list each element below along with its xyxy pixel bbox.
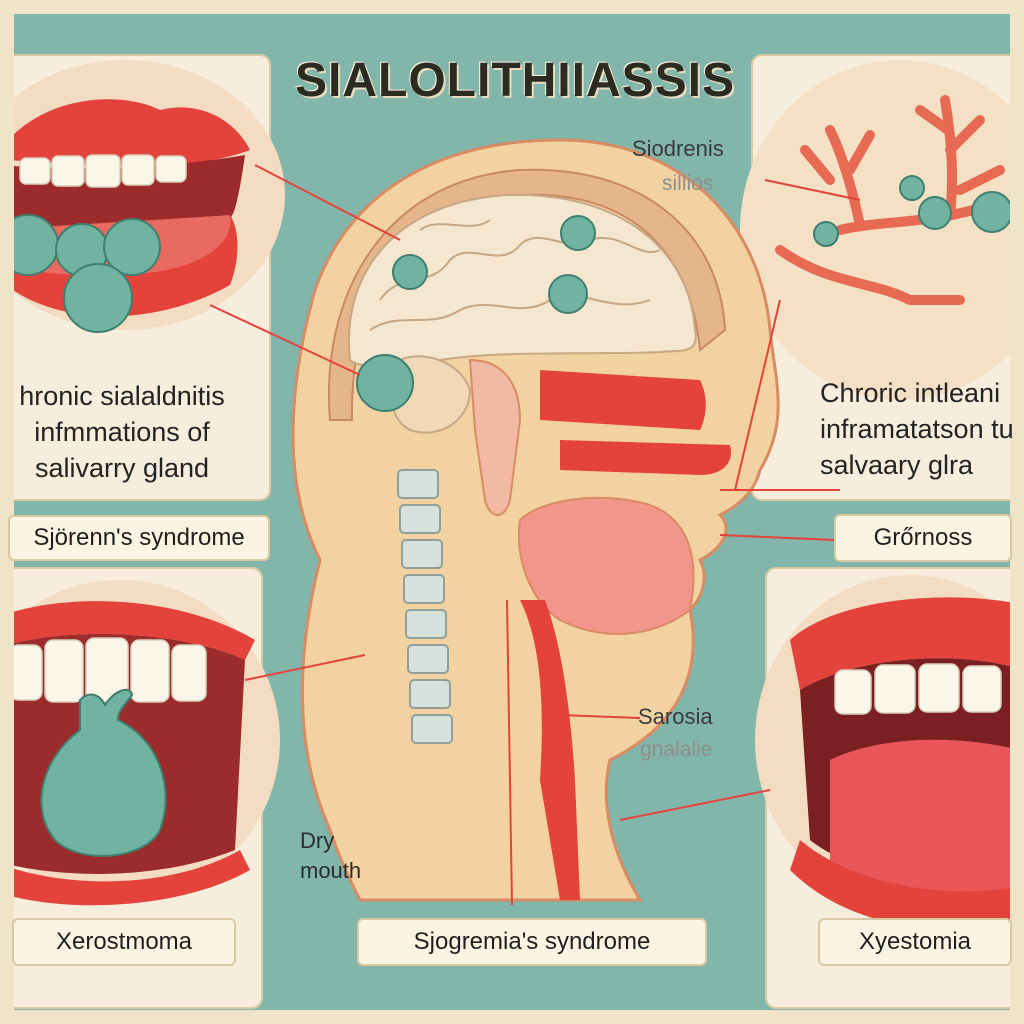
nasal-cavity [540, 370, 706, 430]
upper-lip [0, 99, 250, 167]
label-box-gronoss: Grőrnoss [834, 514, 1012, 562]
leader-lines [209, 164, 861, 906]
page-title: SIALOLITHIIASSIS [294, 53, 736, 107]
duct-branches [775, 95, 1005, 305]
right-card-line-3: salvaary glra [820, 450, 974, 480]
duct-stones [813, 175, 1013, 247]
lower-lip-br [790, 840, 1024, 930]
dry-mouth-line-2: mouth [300, 858, 362, 883]
brain-stem [468, 358, 522, 516]
oral-palate [560, 440, 731, 475]
teeth-br [834, 663, 1002, 715]
label-sillios: sillios [662, 172, 714, 195]
bottom-left-mouth-panel [0, 567, 280, 1009]
teeth-bl [9, 637, 207, 703]
label-gnalalie: gnalalie [640, 738, 713, 761]
top-right-duct-panel [740, 54, 1024, 501]
upper-lip-br [790, 597, 1024, 690]
label-siodrenis: Siodrenis [632, 136, 724, 161]
label-box-sjogremias-syndrome: Sjogremia's syndrome [357, 918, 707, 966]
label-box-xerostmoma: Xerostmoma [12, 918, 236, 966]
right-card-line-1: Chroric intleani [820, 378, 1001, 408]
right-card-line-2: inframatatson tu [820, 414, 1014, 444]
dry-mouth-line-1: Dry [300, 828, 335, 853]
vertebrae [397, 469, 453, 744]
airway [520, 600, 580, 900]
bottom-right-mouth-panel [755, 567, 1024, 1009]
label-box-sjorenns-syndrome: Sjörenn's syndrome [8, 515, 270, 561]
upper-lip-bl [0, 601, 255, 660]
upper-teeth [19, 154, 187, 188]
left-card-line-3: salivarry gland [34, 453, 210, 483]
top-left-mouth-panel [0, 54, 285, 501]
tongue-br [830, 739, 1020, 920]
left-card-line-1: hronic sialaldnitis [19, 381, 225, 411]
label-sarosia: Sarosia [638, 704, 713, 729]
lower-lip-bl [0, 850, 250, 906]
left-card-line-2: infmmations of [34, 417, 210, 447]
head-stones [356, 215, 596, 412]
left-card-text: hronic sialaldnitis infmmations of saliv… [2, 378, 242, 486]
large-stone [40, 688, 167, 857]
label-dry-mouth: Dry mouth [300, 826, 361, 886]
right-card-text: Chroric intleani inframatatson tu salvaa… [820, 375, 1024, 483]
brain-folds [369, 219, 661, 331]
salivary-stones-left [0, 214, 161, 333]
label-box-xyestomia: Xyestomia [818, 918, 1012, 966]
head-cross-section [291, 138, 780, 902]
